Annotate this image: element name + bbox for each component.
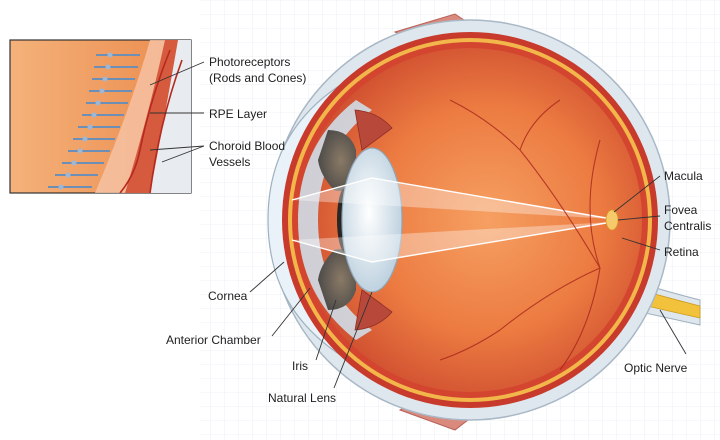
label-retina: Retina [664, 245, 699, 259]
leader-lines [149, 61, 687, 389]
retina-inset [9, 39, 192, 194]
photoreceptor-nuclei [58, 52, 113, 190]
label-macula: Macula [664, 169, 703, 183]
ciliary-body-top [354, 109, 393, 151]
anterior-chamber [298, 100, 372, 340]
light-ray-bottom [292, 222, 612, 262]
label-choroid-line1: Choroid Blood [209, 139, 285, 153]
ciliary-body-bottom [354, 289, 393, 331]
label-cornea: Cornea [208, 289, 248, 303]
label-fovea-line1: Fovea [664, 203, 698, 217]
iris-lower [318, 249, 356, 310]
label-natural-lens: Natural Lens [268, 391, 336, 405]
label-photoreceptors-line1: Photoreceptors [209, 55, 290, 69]
label-rpe-layer: RPE Layer [209, 107, 267, 121]
natural-lens [341, 147, 403, 293]
iris-upper [318, 130, 356, 191]
label-photoreceptors-line2: (Rods and Cones) [209, 71, 306, 85]
macula-spot [605, 209, 619, 231]
label-optic-nerve: Optic Nerve [624, 361, 688, 375]
retinal-vessels [439, 99, 601, 371]
light-ray-top [292, 178, 612, 219]
photoreceptor-cells [48, 54, 140, 188]
label-choroid-line2: Vessels [209, 155, 250, 169]
light-ray-lines [291, 177, 613, 263]
label-iris: Iris [292, 359, 308, 373]
label-fovea-line2: Centralis [664, 219, 711, 233]
label-anterior-chamber: Anterior Chamber [166, 333, 261, 347]
